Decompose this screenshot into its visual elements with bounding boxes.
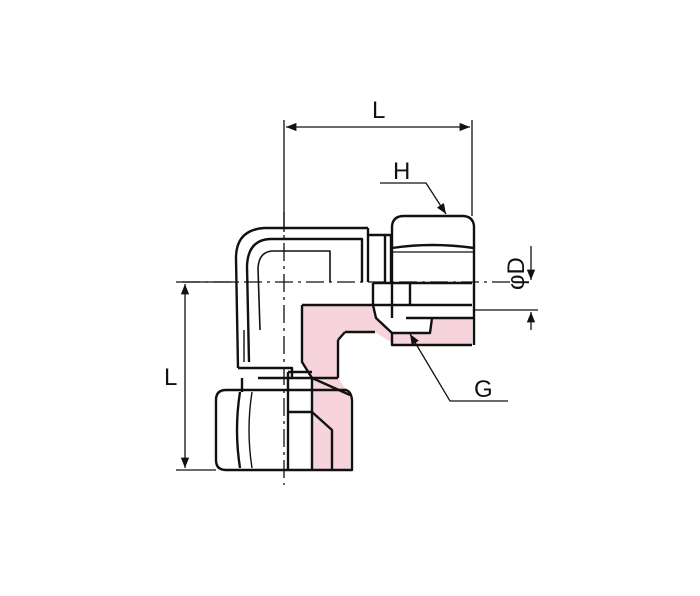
hex-size-label: H	[393, 158, 410, 185]
diameter-label: φD	[503, 257, 530, 290]
thread-label: G	[474, 376, 493, 403]
top-length-label: L	[372, 97, 385, 124]
side-length-label: L	[164, 364, 177, 391]
fitting-body	[214, 214, 476, 472]
dimension-lines	[176, 120, 538, 471]
section-fill	[302, 305, 472, 470]
center-lines	[182, 212, 518, 485]
